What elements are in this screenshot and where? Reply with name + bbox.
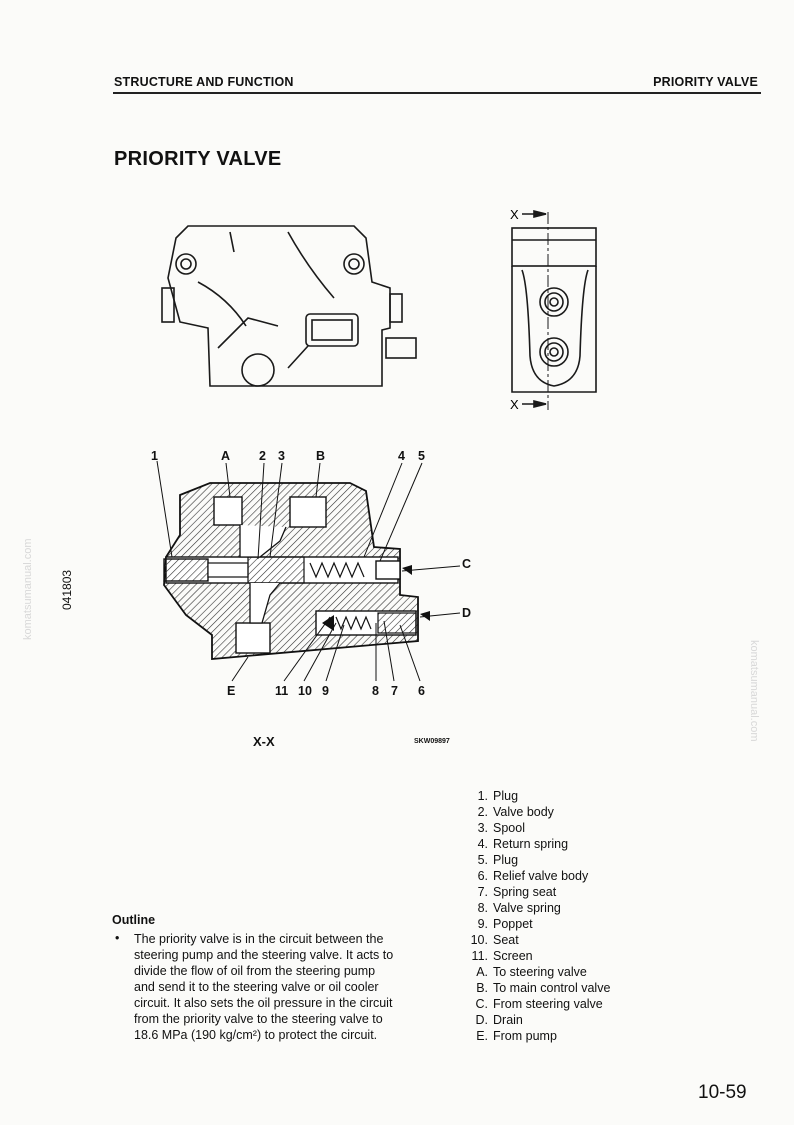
part-name: Plug: [493, 853, 519, 867]
callout-E: E: [227, 684, 236, 698]
part-number: 11.: [471, 949, 488, 963]
part-name: Return spring: [493, 837, 569, 851]
parts-list-item: A. To steering valve: [466, 964, 666, 980]
outline-line: divide the flow of oil from the steering…: [134, 964, 376, 978]
part-name: Seat: [493, 933, 519, 947]
outline-bullet: •: [115, 931, 120, 945]
part-name: Drain: [493, 1013, 523, 1027]
outline-line: 18.6 MPa (190 kg/cm²) to protect the cir…: [134, 1028, 378, 1042]
callout-11: 11: [275, 684, 289, 698]
valve-side-view: X X: [510, 207, 597, 412]
page-number: 10-59: [698, 1082, 747, 1103]
header-topic: PRIORITY VALVE: [653, 75, 758, 89]
parts-list-item: 7. Spring seat: [466, 884, 666, 900]
callout-4: 4: [398, 449, 405, 463]
view-marker-bottom: X: [510, 397, 519, 412]
parts-list-item: 8. Valve spring: [466, 900, 666, 916]
callout-D: D: [462, 606, 472, 620]
parts-list-item: 5. Plug: [466, 852, 666, 868]
parts-list: 1. Plug 2. Valve body 3. Spool 4. Return spring…: [466, 788, 666, 1044]
callout-7: 7: [391, 684, 398, 698]
callout-9: 9: [322, 684, 329, 698]
callout-8: 8: [372, 684, 379, 698]
margin-code: 041803: [60, 569, 74, 610]
parts-list-item: 1. Plug: [466, 788, 666, 804]
parts-list-item: D. Drain: [466, 1012, 666, 1028]
callout-5: 5: [418, 449, 425, 463]
callout-C: C: [462, 557, 472, 571]
part-number: 4.: [477, 837, 488, 851]
outline-heading: Outline: [112, 913, 156, 927]
callout-3: 3: [278, 449, 285, 463]
part-number: 8.: [477, 901, 488, 915]
parts-list-item: E. From pump: [466, 1028, 666, 1044]
part-name: Plug: [493, 789, 519, 803]
part-name: To steering valve: [493, 965, 587, 979]
part-name: Spring seat: [493, 885, 557, 899]
parts-list-item: B. To main control valve: [466, 980, 666, 996]
part-name: Screen: [493, 949, 533, 963]
part-name: Relief valve body: [493, 869, 589, 883]
part-number: 1.: [477, 789, 488, 803]
part-name: Poppet: [493, 917, 533, 931]
parts-list-item: C. From steering valve: [466, 996, 666, 1012]
page-title: PRIORITY VALVE: [114, 148, 282, 170]
outline-text: The priority valve is in the circuit bet…: [134, 931, 436, 1043]
part-number: D.: [475, 1013, 489, 1027]
section-label: X-X: [253, 734, 275, 749]
part-name: Valve spring: [493, 901, 561, 915]
callout-B: B: [316, 449, 326, 463]
outline-line: circuit. It also sets the oil pressure i…: [134, 996, 393, 1010]
part-number: A.: [476, 965, 488, 979]
callout-2: 2: [259, 449, 266, 463]
callout-10: 10: [298, 684, 312, 698]
header-section: STRUCTURE AND FUNCTION: [114, 75, 294, 89]
part-number: B.: [476, 981, 488, 995]
part-name: From steering valve: [493, 997, 603, 1011]
parts-list-item: 2. Valve body: [466, 804, 666, 820]
parts-list-item: 6. Relief valve body: [466, 868, 666, 884]
figure-code: SKW09897: [414, 738, 450, 745]
part-number: C.: [475, 997, 489, 1011]
part-number: 3.: [477, 821, 488, 835]
callout-6: 6: [418, 684, 425, 698]
outline-line: and send it to the steering valve or oil…: [134, 980, 379, 994]
part-number: 7.: [477, 885, 488, 899]
parts-list-item: 4. Return spring: [466, 836, 666, 852]
part-number: 5.: [477, 853, 488, 867]
header-rule: [113, 92, 761, 94]
part-name: To main control valve: [493, 981, 611, 995]
part-number: E.: [476, 1029, 488, 1043]
callout-1: 1: [151, 449, 158, 463]
outline-line: from the priority valve to the steering …: [134, 1012, 383, 1026]
callout-A: A: [221, 449, 231, 463]
part-name: Spool: [493, 821, 525, 835]
view-marker-top: X: [510, 207, 519, 222]
part-number: 9.: [477, 917, 488, 931]
part-name: From pump: [493, 1029, 557, 1043]
parts-list-item: 11. Screen: [466, 948, 666, 964]
outline-line: The priority valve is in the circuit bet…: [134, 932, 384, 946]
watermark-left: komatsumanual.com: [22, 538, 34, 641]
outline-line: steering pump and the steering valve. It…: [134, 948, 394, 962]
part-number: 6.: [477, 869, 488, 883]
parts-list-item: 10. Seat: [466, 932, 666, 948]
valve-front-view: [161, 225, 417, 387]
parts-list-item: 9. Poppet: [466, 916, 666, 932]
watermark-right: komatsumanual.com: [748, 640, 760, 742]
part-number: 2.: [477, 805, 488, 819]
part-number: 10.: [470, 933, 488, 947]
valve-cross-section: [156, 460, 461, 682]
part-name: Valve body: [493, 805, 554, 819]
parts-list-item: 3. Spool: [466, 820, 666, 836]
